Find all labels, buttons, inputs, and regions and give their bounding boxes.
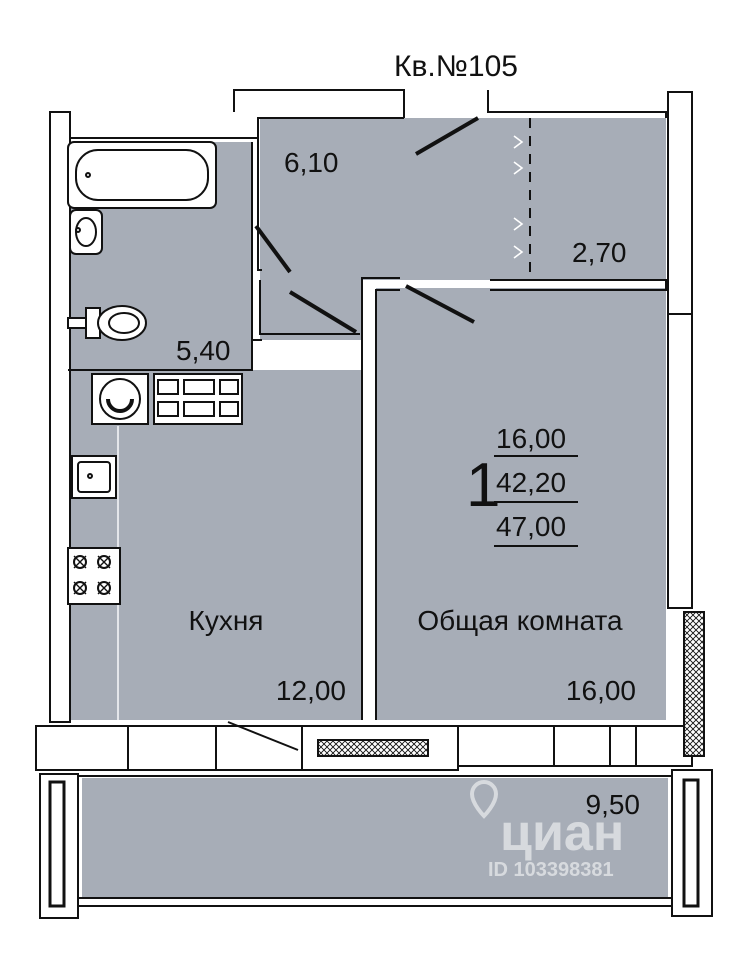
hatched-corner-column: [683, 611, 705, 757]
wall-bottom-mid: [301, 725, 459, 771]
wall-right-lower: [667, 313, 693, 609]
balcony-floor: [82, 778, 668, 898]
bathroom-area-label: 5,40: [176, 335, 231, 366]
entrance-door: [414, 116, 480, 156]
wall-bottom-left: [35, 725, 129, 771]
summary-total-with-balcony: 47,00: [496, 511, 566, 542]
balcony-post-left-inner: [48, 780, 66, 908]
wall-top-left: [49, 111, 71, 723]
hatched-window-sill: [317, 739, 429, 757]
kitchen-name-label: Кухня: [189, 605, 264, 636]
summary-total-area: 42,20: [496, 467, 566, 498]
bathroom-door: [254, 224, 292, 274]
wall-right-upper: [667, 91, 693, 315]
bathtub-drain: [85, 172, 91, 178]
doors: [227, 116, 480, 751]
location-pin-icon: [469, 779, 499, 819]
kitchen-floor: [68, 370, 362, 720]
hall-connector-floor: [260, 280, 362, 340]
walls: [35, 89, 713, 919]
bathtub-inner: [75, 149, 209, 201]
balcony-area-label: 9,50: [586, 789, 641, 820]
living-room-name-label: Общая комната: [417, 605, 623, 636]
kitchen-area-label: 12,00: [276, 675, 346, 706]
watermark-id: ID 103398381: [488, 859, 614, 881]
living-room-area-label: 16,00: [566, 675, 636, 706]
wall-bottom-right: [635, 725, 693, 767]
hall-area-label: 6,10: [284, 147, 339, 178]
living-door: [405, 284, 475, 324]
apartment-number-label: Кв.№105: [394, 50, 518, 83]
bathroom-fixtures: [67, 141, 217, 341]
laundry-and-cabinets: [91, 373, 243, 425]
room-count-label: 1: [466, 451, 500, 520]
balcony-post-right-inner: [682, 778, 700, 908]
watermark: циан ID 103398381: [469, 779, 624, 881]
kitchen-fixtures: [67, 426, 121, 720]
summary-living-area: 16,00: [496, 423, 566, 454]
kitchen-door: [288, 290, 358, 334]
living-floor: [376, 288, 666, 720]
watermark-brand: циан: [500, 804, 624, 862]
floor-areas: [68, 118, 668, 898]
balcony-door: [227, 721, 299, 751]
wardrobe-area-label: 2,70: [572, 237, 627, 268]
hall-floor: [260, 118, 666, 280]
wardrobe-hangers: [513, 135, 524, 259]
